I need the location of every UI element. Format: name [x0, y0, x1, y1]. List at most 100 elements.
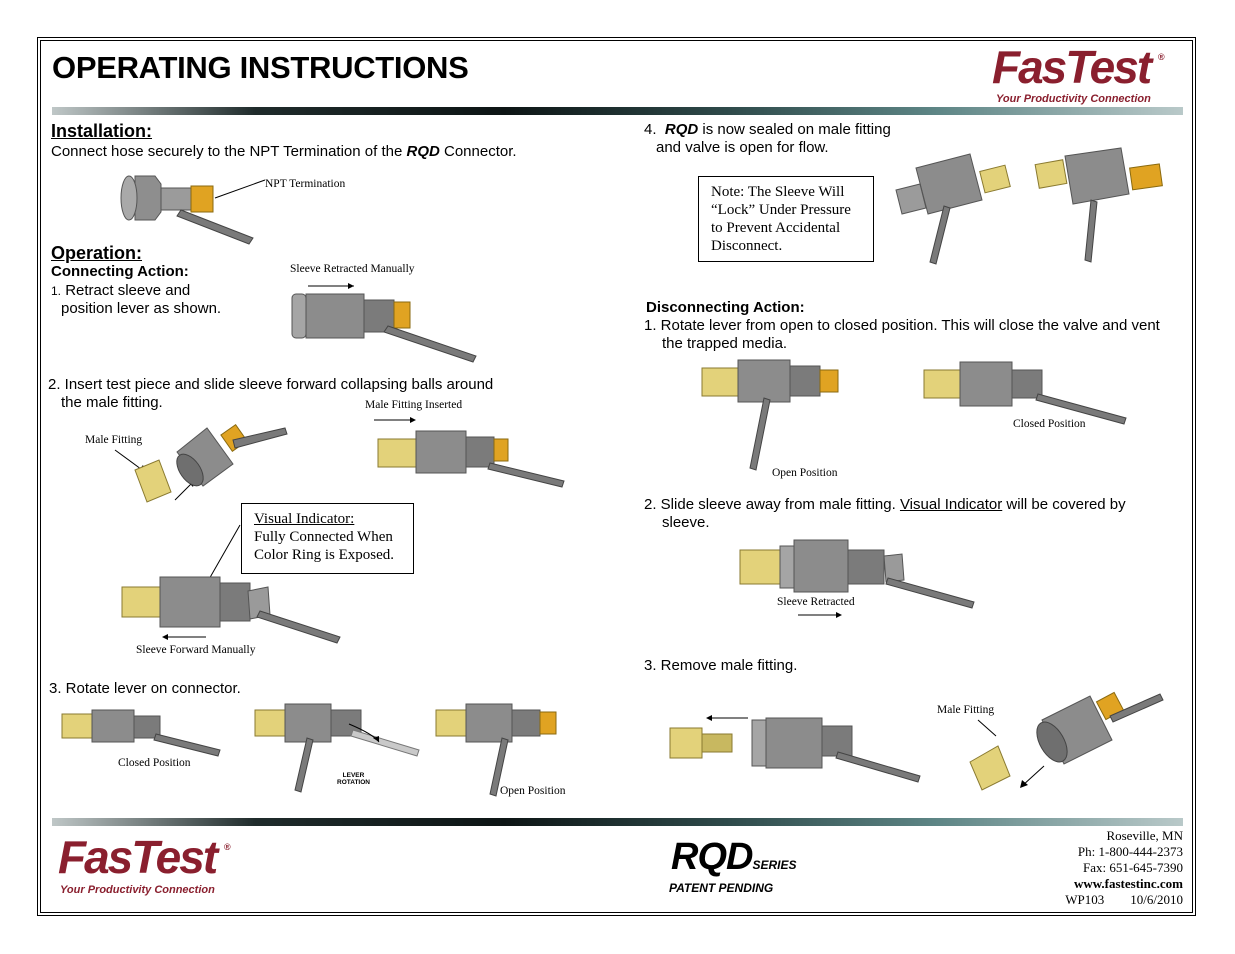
logo-registered: ® — [1158, 52, 1165, 62]
sleeve-retracted-manually-label: Sleeve Retracted Manually — [290, 263, 415, 275]
male-fitting-inserted-label: Male Fitting Inserted — [365, 399, 463, 411]
connecting-step-3: 3. Rotate lever on connector. — [49, 680, 241, 697]
step-1-number: 1. — [51, 284, 62, 298]
contact-phone: Ph: 1-800-444-2373 — [1077, 844, 1183, 859]
coupler-valve-shape — [1011, 369, 1043, 399]
logo-tagline: Your Productivity Connection — [996, 93, 1151, 105]
brass-end-shape — [393, 301, 411, 329]
disconnecting-heading: Disconnecting Action: — [646, 299, 805, 316]
visual-indicator-box: Visual Indicator: Fully Connected When C… — [241, 503, 414, 574]
footer-logo-wordmark: FasTest — [58, 831, 218, 883]
coupler-face-shape — [291, 293, 307, 339]
arrow-head — [836, 612, 842, 618]
arrow-head — [706, 715, 712, 721]
male-fitting-shape — [435, 709, 467, 737]
coupler-face-shape — [120, 175, 138, 221]
document-id: WP103 — [1065, 892, 1105, 907]
step-4-line-1: is now sealed on male fitting — [698, 121, 891, 138]
footer-logo-tagline: Your Productivity Connection — [60, 884, 215, 896]
lever-handle-shape — [835, 751, 921, 783]
product-mark: RQDSERIES — [671, 836, 796, 879]
remove-male-fitting-label: Male Fitting — [937, 704, 995, 716]
male-fitting-shape — [1034, 159, 1068, 189]
disconnect-open-illustration — [701, 359, 839, 471]
connecting-step-4: 4. RQD is now sealed on male fitting and… — [644, 121, 944, 157]
page-border-inner — [40, 40, 1193, 913]
brass-end-shape — [1129, 163, 1163, 191]
installation-product: RQD — [406, 143, 440, 160]
male-fitting-shape — [61, 713, 93, 739]
disconnect-closed-position-label: Closed Position — [1013, 418, 1086, 430]
coupler-face-shape — [176, 453, 204, 487]
coupler-face-shape — [895, 183, 927, 215]
coupler-face-shape — [751, 719, 767, 767]
disconnecting-step-1-line-1: 1. Rotate lever from open to closed posi… — [644, 317, 1160, 334]
step3-closed-position-label: Closed Position — [118, 757, 191, 769]
installation-text: Connect hose securely to the NPT Termina… — [51, 143, 517, 161]
remove-fitting-angled-illustration — [969, 691, 1164, 791]
male-fitting-nipple-shape — [701, 733, 733, 753]
callout-line — [977, 719, 997, 737]
page-border-outer — [37, 37, 1196, 916]
lever-open-shape — [294, 737, 314, 793]
coupler-sleeve-shape — [91, 709, 135, 743]
coupler-valve-shape — [847, 549, 885, 585]
step2-fitting-illustration — [114, 423, 288, 503]
male-fitting-shape — [669, 727, 703, 759]
lever-rotation-line-1: LEVER — [342, 772, 365, 779]
disconnecting-step-3: 3. Remove male fitting. — [644, 657, 798, 674]
disconnecting-step-1-line-2: the trapped media. — [662, 335, 788, 352]
lever-base-shape — [883, 553, 905, 583]
step-4-line-2: and valve is open for flow. — [656, 139, 829, 156]
step-1-line-1: Retract sleeve and — [65, 282, 191, 299]
step1-illustration — [291, 283, 477, 363]
lever-handle-shape — [1109, 693, 1164, 723]
step3-rotation-illustration — [254, 703, 420, 793]
product-series: SERIES — [752, 858, 797, 872]
lever-handle-shape — [256, 610, 341, 644]
disconnecting-step-2-pre: 2. Slide sleeve away from male fitting. — [644, 496, 900, 513]
rotation-arrowhead — [373, 736, 379, 742]
coupler-face-shape — [1036, 721, 1068, 763]
footer-logo: FasTest ® Your Productivity Connection — [58, 831, 238, 902]
brass-end-shape — [819, 369, 839, 393]
npt-termination-label: NPT Termination — [265, 178, 346, 190]
step4-illustration-a — [895, 153, 1011, 265]
lever-handle-shape — [1035, 393, 1127, 425]
footer-logo-registered: ® — [224, 842, 231, 852]
sleeve-forward-manually-label: Sleeve Forward Manually — [136, 644, 256, 656]
disconnecting-step-2: 2. Slide sleeve away from male fitting. … — [644, 496, 1189, 532]
visual-indicator-line-1: Fully Connected When — [254, 529, 393, 545]
male-fitting-shape — [701, 367, 739, 397]
coupler-body-shape — [134, 175, 162, 221]
visual-indicator-title: Visual Indicator: — [254, 511, 355, 527]
operation-heading: Operation: — [51, 243, 143, 263]
npt-termination-shape — [190, 185, 214, 213]
note-line-2: “Lock” Under Pressure — [711, 202, 851, 218]
coupler-valve-shape — [465, 436, 495, 468]
step-4-number: 4. — [644, 121, 657, 138]
sleeve-forward-illustration — [121, 524, 341, 644]
visual-indicator-line-2: Color Ring is Exposed. — [254, 547, 395, 563]
step3-open-illustration — [435, 703, 557, 797]
step-2-line-2: the male fitting. — [61, 394, 163, 411]
disconnecting-step-2-line-2: sleeve. — [662, 514, 710, 531]
coupler-sleeve-shape — [765, 717, 823, 769]
coupler-valve-shape — [219, 582, 251, 622]
contact-website[interactable]: www.fastestinc.com — [1073, 876, 1183, 891]
logo-wordmark: FasTest — [992, 41, 1152, 93]
contact-block: Roseville, MN Ph: 1-800-444-2373 Fax: 65… — [990, 828, 1183, 908]
step-2-line-1: 2. Insert test piece and slide sleeve fo… — [48, 376, 494, 393]
step-4-product: RQD — [664, 121, 699, 138]
male-fitting-shape — [979, 164, 1011, 194]
lever-rotation-label: LEVER ROTATION — [337, 772, 370, 786]
step-1-line-2: position lever as shown. — [61, 300, 222, 317]
installation-illustration — [120, 175, 266, 245]
page-title: OPERATING INSTRUCTIONS — [52, 50, 469, 85]
note-line-1: Note: The Sleeve Will — [711, 184, 845, 200]
coupler-valve-shape — [511, 709, 541, 737]
arrow-head — [348, 283, 354, 289]
patent-pending: PATENT PENDING — [669, 881, 774, 895]
remove-arrowhead — [1020, 780, 1028, 788]
